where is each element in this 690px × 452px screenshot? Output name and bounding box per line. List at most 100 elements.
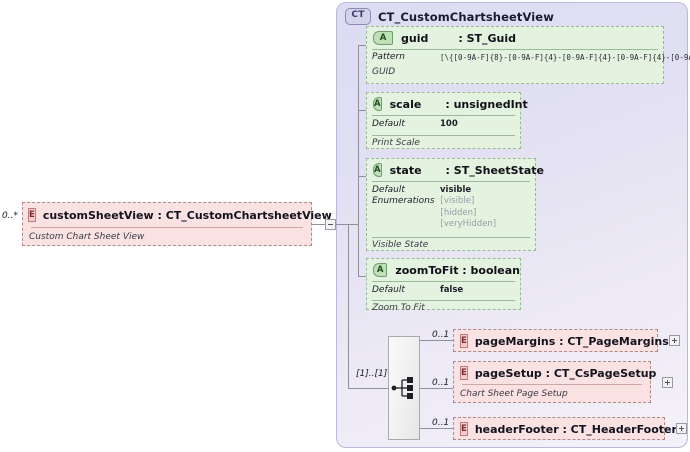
attribute-header: A guid : ST_Guid [367,27,663,49]
facet-value: [\{[0-9A-F]{8}-[0-9A-F]{4}-[0-9A-F]{4}-[… [440,53,690,62]
complex-type-title: CT_CustomChartsheetView [378,9,554,24]
attribute-box-guid[interactable]: A guid : ST_Guid Pattern [\{[0-9A-F]{8}-… [366,26,690,84]
element-box-custom-sheet-view[interactable]: E customSheetView : CT_CustomChartsheetV… [22,202,332,246]
complex-type-icon: CT [345,8,371,25]
connector-line [358,224,359,276]
attribute-name: guid [401,31,429,45]
element-documentation-row: Custom Chart Sheet View [23,228,311,246]
element-documentation-row: Chart Sheet Page Setup [454,385,650,402]
attribute-box-state[interactable]: A state : ST_SheetState Default visible … [366,158,544,251]
sequence-compositor-icon [391,377,413,399]
element-documentation: Chart Sheet Page Setup [460,388,568,399]
element-title: pageSetup : CT_CsPageSetup [474,366,657,380]
attribute-name: zoomToFit : boolean [395,263,520,277]
facet-key: Default [372,185,405,195]
facet-row: Default 100 [372,119,515,130]
attribute-header: A state : ST_SheetState [367,159,544,181]
element-box-page-margins[interactable]: E pageMargins : CT_PageMargins [453,329,669,352]
element-header: E headerFooter : CT_HeaderFooter [454,418,677,440]
attribute-box-zoom-to-fit[interactable]: A zoomToFit : boolean Default false Zoom… [366,258,521,313]
facet-list: Pattern [\{[0-9A-F]{8}-[0-9A-F]{4}-[0-9A… [367,50,690,65]
attribute-documentation: Print Scale [372,138,420,148]
facet-row: Default visible [372,185,530,196]
divider [372,281,515,282]
attribute-icon: A [373,31,393,45]
facet-list: Default false [367,282,520,298]
facet-key: Default [372,285,405,295]
attribute-documentation: Zoom To Fit [372,303,425,313]
divider [372,236,530,238]
divider [462,384,642,385]
connector-line [420,428,453,429]
divider [372,49,658,50]
facet-row: Pattern [\{[0-9A-F]{8}-[0-9A-F]{4}-[0-9A… [372,52,690,63]
sequence-cardinality-label: [1]..[1] [356,369,388,379]
complex-type-header: CT CT_CustomChartsheetView [345,8,554,25]
element-documentation: Custom Chart Sheet View [29,232,145,242]
element-box-header-footer[interactable]: E headerFooter : CT_HeaderFooter [453,417,677,440]
facet-list: Default 100 [367,116,520,132]
child-cardinality-label: 0..1 [432,378,450,388]
facet-value: visible [440,185,472,195]
element-box-page-setup[interactable]: E pageSetup : CT_CsPageSetup Chart Sheet… [453,361,656,403]
child-cardinality-label: 0..1 [432,330,450,340]
enumeration-item: [visible] [440,196,475,206]
divider [372,181,530,182]
facet-key: Default [372,119,405,129]
divider [31,227,303,228]
connector-line [420,388,453,389]
attribute-icon: A [373,163,382,177]
element-title: customSheetView : CT_CustomChartsheetVie… [42,208,332,222]
divider [372,115,515,116]
element-icon: E [460,334,468,348]
connector-line [358,110,366,111]
facet-value: false [440,285,464,295]
attribute-header: A scale : unsignedInt [367,93,528,115]
attribute-type: : ST_SheetState [445,163,544,177]
attribute-name: state [389,163,422,177]
attribute-type: : unsignedInt [445,97,528,111]
expand-toggle-header-footer[interactable] [676,423,687,434]
connector-line [312,224,325,225]
collapse-toggle-root[interactable] [325,219,336,230]
attribute-box-scale[interactable]: A scale : unsignedInt Default 100 Print … [366,92,528,149]
attribute-icon: A [373,263,388,277]
expand-toggle-page-setup[interactable] [662,377,673,388]
enumeration-item: [hidden] [440,207,477,218]
facet-key: Pattern [372,52,405,62]
connector-line [358,276,366,277]
element-header: E pageSetup : CT_CsPageSetup [454,362,656,384]
element-title: headerFooter : CT_HeaderFooter [474,422,677,436]
connector-line [420,340,453,341]
facet-list: Default visible Enumerations [visible] [… [367,182,535,233]
expand-toggle-page-margins[interactable] [669,335,680,346]
element-header: E pageMargins : CT_PageMargins [454,330,669,352]
attribute-documentation: GUID [372,67,396,77]
connector-line [336,224,358,225]
root-cardinality-label: 0..* [2,211,18,221]
divider [372,135,515,136]
child-cardinality-label: 0..1 [432,418,450,428]
element-icon: E [460,366,468,380]
sequence-compositor[interactable] [388,336,420,440]
element-title: pageMargins : CT_PageMargins [474,334,669,348]
facet-key: Enumerations [372,196,435,206]
attribute-type: : ST_Guid [458,31,517,45]
facet-row: Enumerations [visible] [hidden] [veryHid… [372,196,530,231]
connector-line [358,45,359,224]
facet-value: 100 [440,119,458,129]
connector-line [348,388,388,389]
attribute-name: scale [389,97,422,111]
element-icon: E [460,422,468,436]
divider [372,300,515,301]
connector-line [358,176,366,177]
facet-row: Default false [372,285,515,296]
enumeration-list: [visible] [hidden] [veryHidden] [441,196,497,231]
attribute-header: A zoomToFit : boolean [367,259,520,281]
attribute-documentation: Visible State [372,239,429,250]
element-header: E customSheetView : CT_CustomChartsheetV… [23,203,332,227]
enumeration-item: [veryHidden] [440,219,497,229]
connector-line [348,224,349,388]
attribute-icon: A [373,97,382,111]
